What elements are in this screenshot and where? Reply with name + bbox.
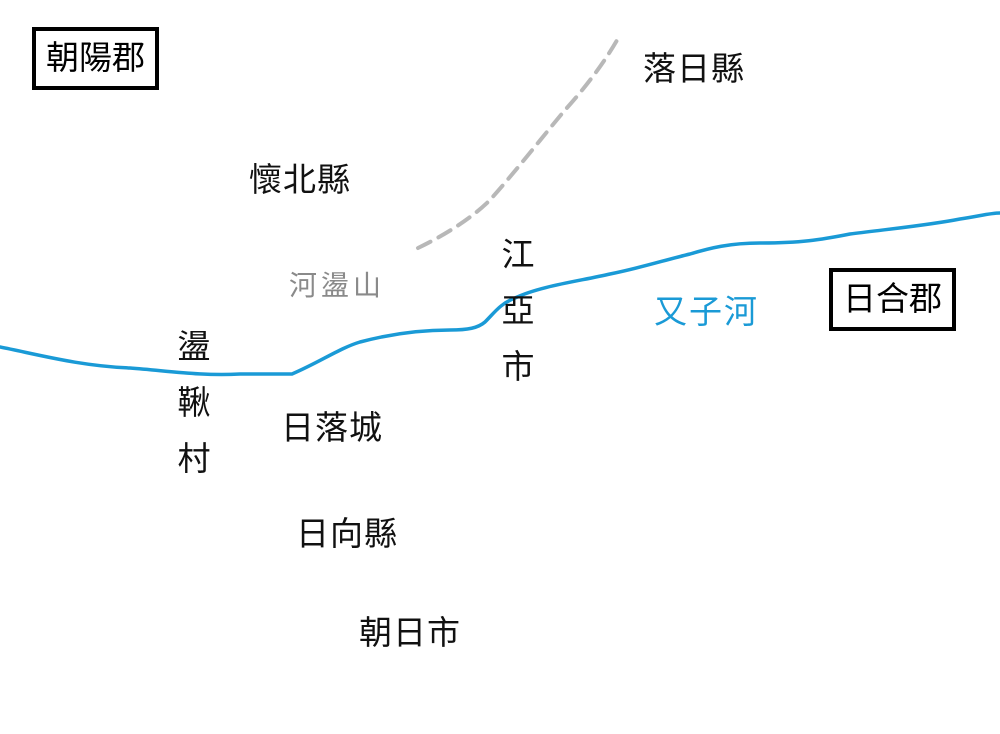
place-wenqiu-village-char-1: 盪 — [177, 327, 211, 366]
commandery-chaoyang: 朝陽郡 — [32, 27, 159, 90]
place-huaibei-county: 懷北縣 — [249, 160, 351, 199]
mountain-label: 河盪山 — [289, 269, 386, 302]
place-wenqiu-village-char-3: 村 — [177, 439, 211, 478]
place-wenqiu-village: 盪 鞦 村 — [174, 330, 214, 498]
place-jiangya-city-char-1: 江 — [501, 235, 535, 274]
place-riluo-castle: 日落城 — [281, 408, 383, 447]
place-jiangya-city-char-3: 市 — [501, 347, 535, 386]
river-label: 又子河 — [654, 292, 759, 331]
place-jiangya-city-char-2: 亞 — [501, 291, 535, 330]
river-line — [0, 211, 1000, 377]
commandery-chaoyang-label: 朝陽郡 — [46, 38, 145, 77]
place-wenqiu-village-char-2: 鞦 — [177, 383, 211, 422]
boundary-dashed-line — [416, 33, 622, 250]
place-rixiang-county: 日向縣 — [296, 514, 398, 553]
place-jiangya-city: 江 亞 市 — [498, 238, 538, 406]
commandery-rihe-label: 日合郡 — [843, 279, 942, 318]
place-chaori-city: 朝日市 — [359, 613, 461, 652]
commandery-rihe: 日合郡 — [829, 268, 956, 331]
place-luori-county: 落日縣 — [643, 49, 745, 88]
